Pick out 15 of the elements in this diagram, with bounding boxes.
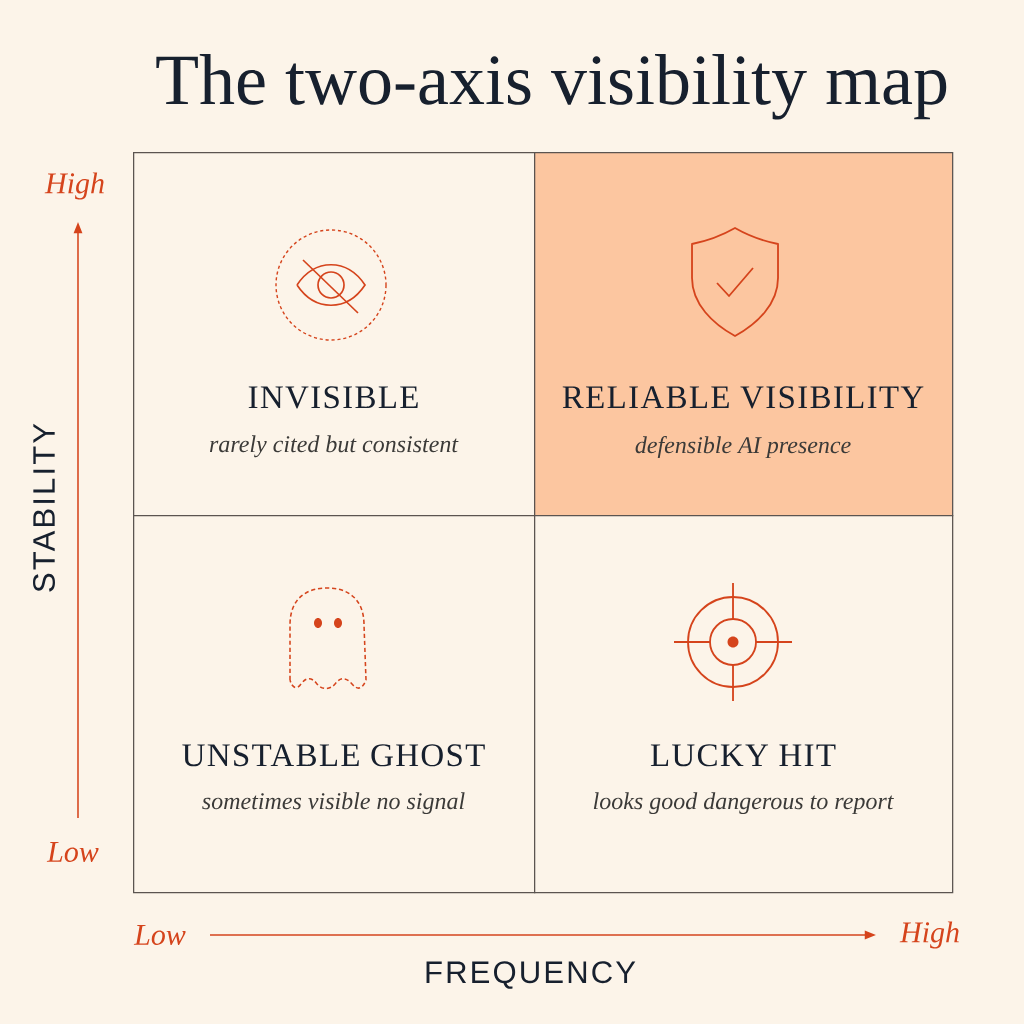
quadrant-description: rarely cited but consistent [209,435,459,458]
axis-title: STABILITY [33,423,55,592]
axis-label: High [44,172,104,200]
quadrant-description: looks good dangerous to report [593,792,894,815]
axis-label: High [899,921,959,949]
axis-label: Low [133,925,186,945]
title: The two-axis visibility map [156,54,947,120]
axis-title: FREQUENCY [426,961,636,989]
quadrant-heading: RELIABLE VISIBILITY [562,386,924,409]
quadrant-description: defensible AI presence [635,436,851,459]
axis-label: Low [46,842,99,862]
quadrant-description: sometimes visible no signal [202,792,465,815]
quadrant-heading: INVISIBLE [248,386,418,409]
quadrant-heading: LUCKY HIT [650,744,836,767]
quadrant-heading: UNSTABLE GHOST [182,744,485,767]
